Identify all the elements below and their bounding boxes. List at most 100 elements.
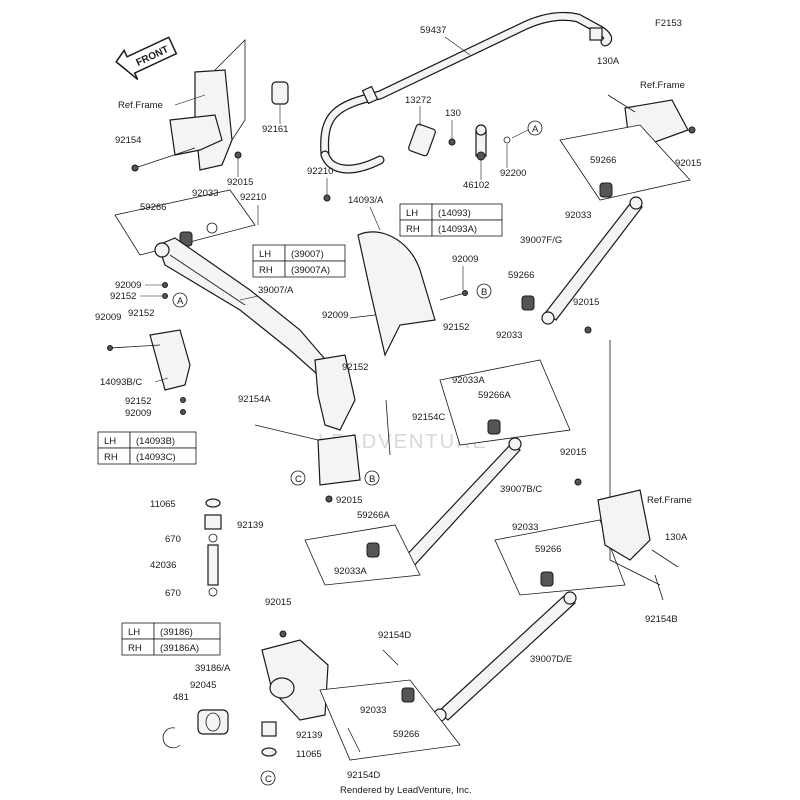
label-92139-b: 92139 [296, 730, 322, 741]
bolt-92154c [385, 399, 391, 456]
label-92045: 92045 [190, 680, 216, 691]
label-92139-a: 92139 [237, 520, 263, 531]
label-92210-b: 92210 [240, 192, 266, 203]
label-92154d-a: 92154D [378, 630, 411, 641]
table-14093bc: LH (14093B) RH (14093C) [97, 431, 197, 465]
svg-text:C: C [295, 474, 302, 485]
diagram-code: F2153 [655, 18, 682, 29]
svg-text:LH: LH [406, 208, 418, 219]
table-39007-body: LH (39007) RH (39007A) [259, 249, 330, 276]
shaft-42036 [207, 544, 219, 586]
front-arrow-icon: FRONT [115, 36, 178, 81]
label-14093bc: 14093B/C [100, 377, 142, 388]
svg-text:(14093): (14093) [438, 208, 471, 219]
svg-text:C: C [265, 774, 272, 785]
arm-39007a [154, 237, 356, 431]
svg-text:A: A [177, 296, 184, 307]
table-14093: LH (14093) RH (14093A) [399, 203, 503, 237]
label-59266a-b: 59266A [357, 510, 390, 521]
svg-text:LH: LH [259, 249, 271, 260]
label-92152-c: 92152 [125, 396, 151, 407]
label-59266-a: 59266 [140, 202, 166, 213]
label-92154b: 92154B [645, 614, 678, 625]
bushing-92161 [271, 81, 289, 105]
callout-a-left [172, 292, 188, 308]
label-670-a: 670 [165, 534, 181, 545]
label-46102: 46102 [463, 180, 489, 191]
svg-text:(14093B): (14093B) [136, 436, 175, 447]
label-92154-top: 92154 [115, 135, 141, 146]
label-11065-b: 11065 [296, 749, 322, 760]
label-13272: 13272 [405, 95, 431, 106]
callout-c-bottom [260, 770, 276, 786]
label-92154d-b: 92154D [347, 770, 380, 781]
label-11065-a: 11065 [150, 499, 176, 510]
svg-text:RH: RH [128, 643, 142, 654]
arm-39007fg [541, 196, 643, 325]
footer-credit: Rendered by LeadVenture, Inc. [340, 785, 472, 796]
watermark: LEADVENTURE [318, 431, 488, 453]
label-42036: 42036 [150, 560, 176, 571]
label-92033-a: 92033 [192, 188, 218, 199]
svg-text:(39186A): (39186A) [160, 643, 199, 654]
svg-text:RH: RH [104, 452, 118, 463]
label-92009-b: 92009 [95, 312, 121, 323]
label-130a-right: 130A [665, 532, 688, 543]
label-92152-d: 92152 [443, 322, 469, 333]
callout-a-right [527, 120, 543, 136]
label-59266-c: 59266 [508, 270, 534, 281]
label-481: 481 [173, 692, 189, 703]
label-92152-b: 92152 [128, 308, 154, 319]
label-14093a: 14093/A [348, 195, 384, 206]
bearing-92045 [197, 709, 229, 735]
svg-text:LH: LH [128, 627, 140, 638]
stabilizer-bar [320, 11, 613, 174]
label-130a-top: 130A [597, 56, 620, 67]
svg-text:(14093A): (14093A) [438, 224, 477, 235]
label-92154c: 92154C [412, 412, 445, 423]
ref-frame-label-a: Ref.Frame [118, 100, 163, 111]
table-39186: LH (39186) RH (39186A) [121, 622, 221, 656]
label-92161: 92161 [262, 124, 288, 135]
label-92200: 92200 [500, 168, 526, 179]
circlip-481 [162, 727, 181, 749]
frame-bracket-left [169, 39, 246, 171]
label-92009-d: 92009 [452, 254, 478, 265]
joint-46102 [475, 124, 487, 161]
label-92154a: 92154A [238, 394, 271, 405]
label-92015-d: 92015 [675, 158, 701, 169]
svg-text:(39186): (39186) [160, 627, 193, 638]
frame-bracket-right-bottom [597, 489, 651, 561]
label-59266a-a: 59266A [478, 390, 511, 401]
fender-14093a [357, 231, 436, 357]
label-92152-a: 92152 [110, 291, 136, 302]
callout-c-top [290, 470, 306, 486]
label-92210-a: 92210 [307, 166, 333, 177]
label-92152-e: 92152 [342, 362, 368, 373]
arm-39007de [433, 591, 577, 722]
label-670-b: 670 [165, 588, 181, 599]
svg-text:LH: LH [104, 436, 116, 447]
label-59266-e: 59266 [393, 729, 419, 740]
knuckle-39186a [261, 639, 329, 721]
bolt-92154a [254, 424, 319, 441]
label-92033a-a: 92033A [452, 375, 485, 386]
label-92033-c: 92033 [496, 330, 522, 341]
label-39186a: 39186/A [195, 663, 231, 674]
bracket-14093bc [149, 329, 191, 391]
ref-frame-label-b: Ref.Frame [640, 80, 685, 91]
label-92009-a: 92009 [115, 280, 141, 291]
label-39007fg: 39007F/G [520, 235, 562, 246]
label-130: 130 [445, 108, 461, 119]
label-92015-f: 92015 [560, 447, 586, 458]
label-92015-b: 92015 [336, 495, 362, 506]
table-39007 [252, 244, 346, 278]
label-92033-e: 92033 [360, 705, 386, 716]
svg-text:B: B [369, 474, 375, 485]
label-39007bc: 39007B/C [500, 484, 542, 495]
label-39007de: 39007D/E [530, 654, 572, 665]
ref-frame-label-c: Ref.Frame [647, 495, 692, 506]
label-92015-a: 92015 [227, 177, 253, 188]
label-92015-c: 92015 [265, 597, 291, 608]
